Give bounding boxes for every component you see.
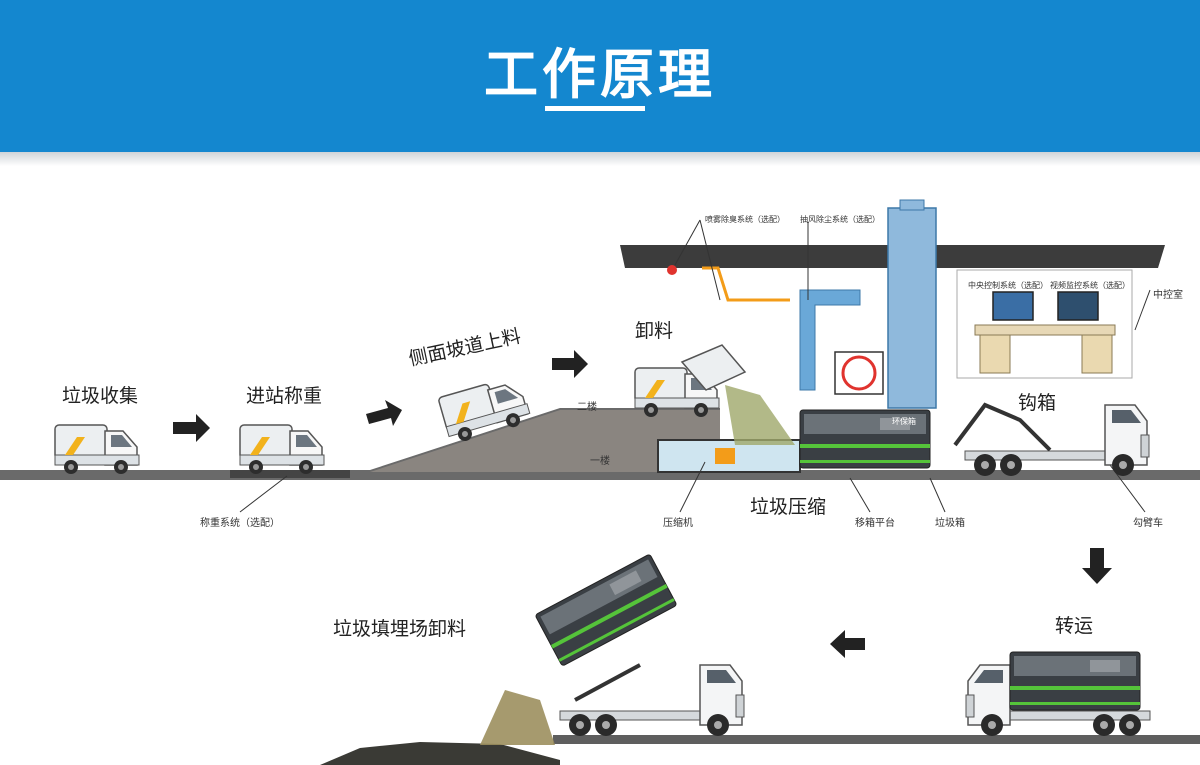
process-diagram — [0, 199, 1200, 765]
arrow-down — [1082, 548, 1112, 584]
step-compress-label: 垃圾压缩 — [750, 496, 827, 518]
transfer-box — [1009, 651, 1141, 711]
arrow-2 — [366, 400, 402, 426]
callout-hook-truck: 勾臂车 — [1133, 518, 1163, 529]
compactor-ram — [715, 448, 735, 464]
callout-shift-platform: 移箱平台 — [855, 518, 895, 529]
hydraulic-arm — [574, 663, 641, 702]
arrow-left — [830, 630, 865, 658]
landfill-mound — [320, 742, 560, 765]
chimney-cap — [899, 199, 925, 211]
callout-spray-system: 喷雾除臭系统（选配） — [705, 215, 785, 224]
fan-icon — [841, 355, 877, 391]
callout-control-room: 中控室 — [1153, 290, 1183, 301]
spray-nozzle-icon — [667, 265, 677, 275]
van-weighing — [239, 424, 325, 475]
hook-arm — [953, 402, 1052, 452]
chimney — [887, 207, 937, 409]
dumped-waste — [480, 690, 555, 745]
control-desk — [974, 324, 1116, 336]
callout-level2: 二楼 — [577, 402, 597, 413]
van-unload-raised-bin — [680, 344, 747, 391]
arrow-3 — [552, 350, 588, 378]
step-unload-label: 卸料 — [635, 320, 674, 342]
step-landfill-label: 垃圾填埋场卸料 — [333, 618, 467, 640]
box-brand-label: 环保箱 — [892, 417, 916, 426]
ramp-fill — [370, 410, 720, 472]
step-collection-label: 垃圾收集 — [62, 385, 139, 407]
dump-box-tilted — [534, 553, 678, 667]
page-title: 工作原理 — [484, 43, 716, 106]
header-shadow — [0, 152, 1200, 166]
callout-compactor: 压缩机 — [663, 518, 693, 529]
step-weighing-label: 进站称重 — [246, 385, 323, 407]
callout-monitor-1: 中央控制系统（选配） — [968, 281, 1048, 290]
step-transfer-label: 转运 — [1055, 615, 1094, 637]
monitor-2 — [1057, 291, 1099, 321]
step-hook-label: 钩箱 — [1018, 392, 1057, 414]
weighbridge — [230, 470, 350, 478]
callout-dust-system: 抽风除尘系统（选配） — [800, 215, 880, 224]
callout-garbage-box: 垃圾箱 — [935, 518, 965, 529]
monitor-1 — [992, 291, 1034, 321]
desk-drawers-right — [1081, 334, 1113, 374]
dust-duct — [799, 289, 861, 391]
van-collection — [54, 424, 140, 475]
header-banner — [0, 0, 1200, 152]
hook-truck — [964, 404, 1150, 477]
spray-pipe — [702, 266, 790, 302]
title-underline — [545, 106, 645, 111]
callout-monitor-2: 视频监控系统（选配） — [1050, 281, 1130, 290]
lower-ground — [553, 735, 1200, 744]
callout-level1: 一楼 — [590, 456, 610, 467]
arrow-1 — [173, 414, 210, 442]
callout-weigh-system: 称重系统（选配） — [200, 518, 280, 529]
falling-waste — [725, 385, 795, 445]
dump-truck — [559, 664, 745, 737]
desk-drawers-left — [979, 334, 1011, 374]
